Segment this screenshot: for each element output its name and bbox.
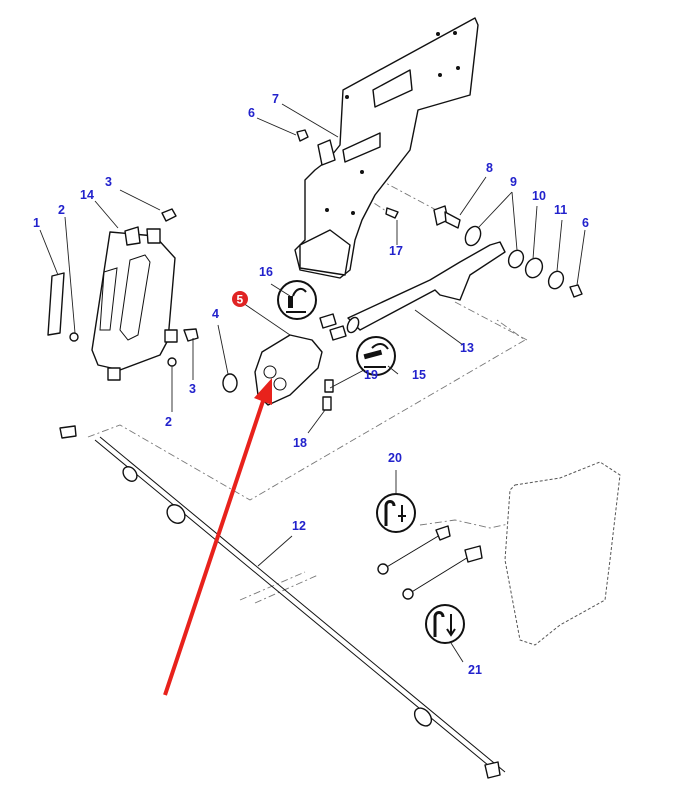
part-9-washer [464, 225, 482, 247]
part-19-connector [324, 379, 334, 393]
callout-3b: 3 [189, 382, 196, 396]
part-4-cap [222, 373, 238, 393]
callout-labels: 1 2 14 3 6 7 8 9 10 11 6 17 16 13 15 4 2… [33, 92, 589, 677]
callout-19: 19 [364, 368, 378, 382]
callout-16: 16 [259, 265, 273, 279]
part-6-nut [296, 129, 309, 142]
panel-outline-reference [504, 461, 621, 646]
callout-14: 14 [80, 188, 94, 202]
symbol-15-lever-rotate [356, 336, 396, 376]
callout-5: 5 [237, 293, 244, 307]
part-14-console-housing [91, 226, 178, 381]
callout-17: 17 [389, 244, 403, 258]
part-1-handle [47, 272, 65, 336]
callout-9: 9 [510, 175, 517, 189]
part-2-screw [167, 357, 177, 367]
part-6-nut [569, 284, 583, 298]
part-7-mounting-bracket [294, 17, 479, 279]
highlight-arrow [163, 378, 272, 696]
part-17-screw [385, 207, 399, 219]
switch-plug [329, 325, 347, 341]
part-2-screw [69, 332, 79, 342]
part-3-clip [161, 208, 177, 222]
highlight-badge [232, 291, 248, 307]
callout-4: 4 [212, 307, 219, 321]
part-18-connector [322, 396, 332, 411]
callout-21: 21 [468, 663, 482, 677]
callout-11: 11 [554, 203, 567, 217]
callout-8: 8 [486, 161, 493, 175]
part-12-control-cable [59, 425, 506, 779]
callout-2b: 2 [165, 415, 172, 429]
callout-6: 6 [248, 106, 255, 120]
part-13-lever-shaft [346, 241, 506, 334]
part-8-pivot-pin [433, 205, 461, 229]
callout-1: 1 [33, 216, 40, 230]
callout-3: 3 [105, 175, 112, 189]
callout-10: 10 [532, 189, 546, 203]
part-21-switch [402, 545, 483, 600]
callout-18: 18 [293, 436, 307, 450]
callout-13: 13 [460, 341, 474, 355]
part-20-switch [377, 525, 451, 575]
part-9-washer [507, 249, 525, 269]
callout-6b: 6 [582, 216, 589, 230]
symbol-20-hitch-raise [376, 493, 416, 533]
symbol-21-hitch-lower [425, 604, 465, 644]
callout-20: 20 [388, 451, 402, 465]
part-10-washer [524, 257, 544, 279]
switch-plug [319, 313, 337, 329]
callout-15: 15 [412, 368, 426, 382]
callout-7: 7 [272, 92, 279, 106]
callout-2: 2 [58, 203, 65, 217]
callout-12: 12 [292, 519, 306, 533]
part-11-washer [547, 270, 565, 290]
symbol-16-lever-raise [277, 280, 317, 320]
part-3-clip [183, 328, 199, 342]
leader-lines [39, 103, 586, 663]
